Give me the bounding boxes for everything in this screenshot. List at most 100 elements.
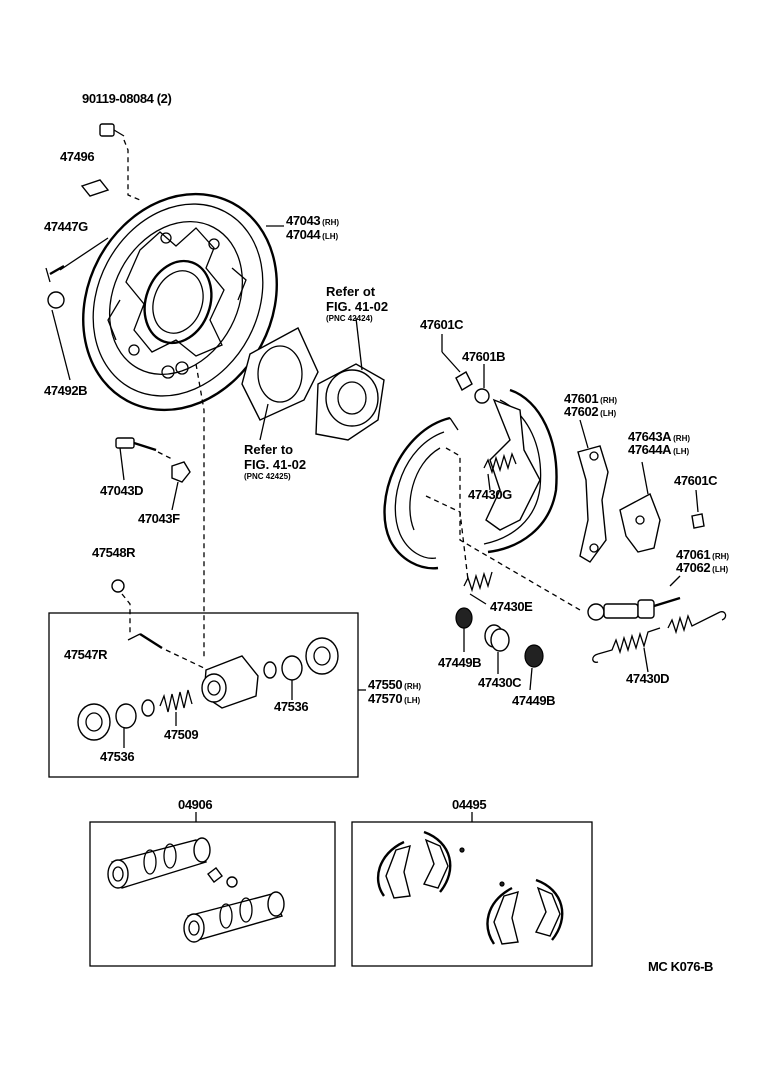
adjuster-47061 [587,575,681,621]
bolt-90119 [99,123,141,201]
wheel-cylinder-box [48,612,359,778]
part-number: 47061 [676,547,711,562]
quantity: (2) [156,91,172,106]
label-47601C-right: 47601C [674,473,718,488]
refer-pnc: (PNC 42425) [244,472,291,481]
side-rh: (RH) [404,682,422,691]
plug-47492B [47,291,71,381]
brake-shoe-left [383,416,459,570]
label-47643A: 47643A(RH) [628,430,690,446]
backing-plate [82,192,278,412]
wheel-cylinder [201,655,259,709]
part-number: 47044 [286,227,321,242]
label-04906: 04906 [178,797,213,812]
bleeder-47547R [127,632,205,669]
label-47430D: 47430D [626,671,670,686]
side-lh: (LH) [673,447,690,456]
bearing-retainer-42424 [315,317,385,441]
refer-figure: FIG. 41-02 [326,299,389,314]
washer-47601B [474,364,490,404]
cup-right-small [263,661,277,679]
part-number: 47601 [564,391,599,406]
boot-right [305,637,339,675]
label-47550: 47550(RH) [368,678,421,694]
label-47509: 47509 [164,727,199,742]
diagram-code: MC K076-B [648,959,714,974]
side-lh: (LH) [600,409,617,418]
parking-lever-47601 [577,419,609,563]
part-number: 47644A [628,442,672,457]
side-rh: (RH) [600,396,618,405]
cylinder-kit-upper [107,837,211,889]
refer-text: Refer ot [326,284,376,299]
piston-47536-right [281,655,303,681]
cup-left-small [141,699,155,717]
piston-47536-left [115,703,137,729]
label-47601B: 47601B [462,349,506,364]
label-47043D: 47043D [100,483,144,498]
refer-text: Refer to [244,442,294,457]
label-47061: 47061(RH) [676,548,729,564]
dash-shoe-bottom [425,495,469,581]
side-lh: (LH) [712,565,729,574]
spring-47430G [483,451,517,491]
label-47043: 47043(RH) [286,214,339,230]
spring-47430C [484,624,510,674]
part-number: 47550 [368,677,403,692]
label-47601: 47601(RH) [564,392,617,408]
clip-47496 [80,179,110,197]
shoe-kit-lower [486,878,564,945]
cylinder-kit-small-parts [207,867,238,888]
label-47601C-top: 47601C [420,317,464,332]
spring-47430E [463,571,493,605]
refer-pnc: (PNC 42424) [326,314,373,323]
label-47570: 47570(LH) [368,692,420,708]
bleeder-47043D [115,437,157,481]
dash-shoe-left [445,447,581,611]
kit-box-04906 [89,821,336,967]
brake-shoe-right [483,388,558,554]
cylinder-kit-lower [183,891,285,943]
bolt-47447G [45,237,109,283]
shoe-kit-upper [376,830,465,899]
cap-47043F [171,461,191,511]
label-47536-left: 47536 [100,749,135,764]
refer-figure: FIG. 41-02 [244,457,307,472]
label-47602: 47602(LH) [564,405,616,421]
clip-47601C-top [441,334,473,391]
spring-47430D [592,611,727,673]
dash-plate-cylinder [195,363,205,660]
side-rh: (RH) [712,552,730,561]
label-47044: 47044(LH) [286,228,338,244]
refer-fig-41-02-upper: Refer ot FIG. 41-02 (PNC 42424) [326,284,388,324]
side-lh: (LH) [404,696,421,705]
label-90119-08084: 90119-08084 (2) [82,91,172,106]
dash-backing-bleeder [157,451,175,461]
label-47062: 47062(LH) [676,561,728,577]
label-47043F: 47043F [138,511,180,526]
label-47644A: 47644A(LH) [628,443,689,459]
spring-47509 [159,689,193,726]
side-lh: (LH) [322,232,339,241]
side-rh: (RH) [322,218,340,227]
label-47496: 47496 [60,149,95,164]
label-47447G: 47447G [44,219,88,234]
label-47536-right: 47536 [274,699,309,714]
cup-47449B-left [455,607,473,652]
label-47430E: 47430E [490,599,533,614]
label-47548R: 47548R [92,545,136,560]
label-47430G: 47430G [468,487,512,502]
part-number: 47570 [368,691,403,706]
refer-fig-41-02-lower: Refer to FIG. 41-02 (PNC 42425) [244,442,306,482]
gasket-42425 [241,327,319,441]
cap-47548R [111,579,131,634]
part-number: 90119-08084 [82,91,154,106]
cup-47449B-right [524,644,544,691]
part-number: 47643A [628,429,672,444]
part-number: 47043 [286,213,321,228]
label-47492B: 47492B [44,383,88,398]
label-47430C: 47430C [478,675,522,690]
side-rh: (RH) [673,434,691,443]
boot-left [77,703,111,741]
